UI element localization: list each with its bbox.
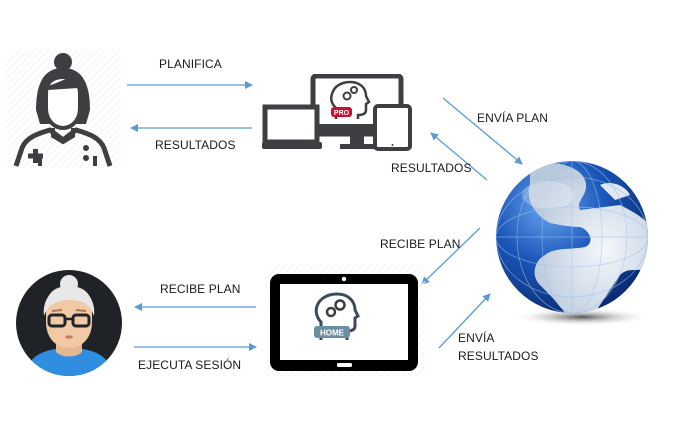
label-resultados-top: RESULTADOS — [155, 138, 236, 152]
patient-avatar-icon — [16, 270, 122, 376]
nurse-icon — [13, 53, 113, 167]
label-resultados-globe: RESULTADOS — [391, 161, 472, 175]
globe-icon — [496, 161, 652, 326]
pro-devices-node: PRO — [262, 73, 412, 154]
patient-node — [16, 270, 122, 376]
pro-badge: PRO — [334, 110, 350, 117]
home-badge: HOME — [320, 329, 345, 338]
arrow-envia-plan — [442, 97, 523, 165]
professional-node — [6, 50, 121, 168]
arrow-recibe-plan-globe — [421, 227, 481, 285]
label-ejecuta-sesion: EJECUTA SESIÓN — [138, 358, 242, 372]
internet-globe-node — [490, 155, 660, 330]
label-envia-resultados-1: ENVÍA — [458, 331, 495, 345]
label-envia-plan: ENVÍA PLAN — [477, 111, 549, 125]
label-envia-resultados-2: RESULTADOS — [458, 349, 539, 363]
label-recibe-plan-globe: RECIBE PLAN — [380, 237, 461, 251]
home-tablet-node: HOME — [265, 264, 425, 376]
label-planifica: PLANIFICA — [159, 57, 222, 71]
tablet-icon: HOME — [270, 274, 418, 371]
arrow-resultados-globe — [430, 132, 488, 181]
label-recibe-plan-patient: RECIBE PLAN — [160, 282, 241, 296]
arrow-envia-resultados — [438, 293, 491, 349]
devices-icon: PRO — [262, 73, 412, 151]
